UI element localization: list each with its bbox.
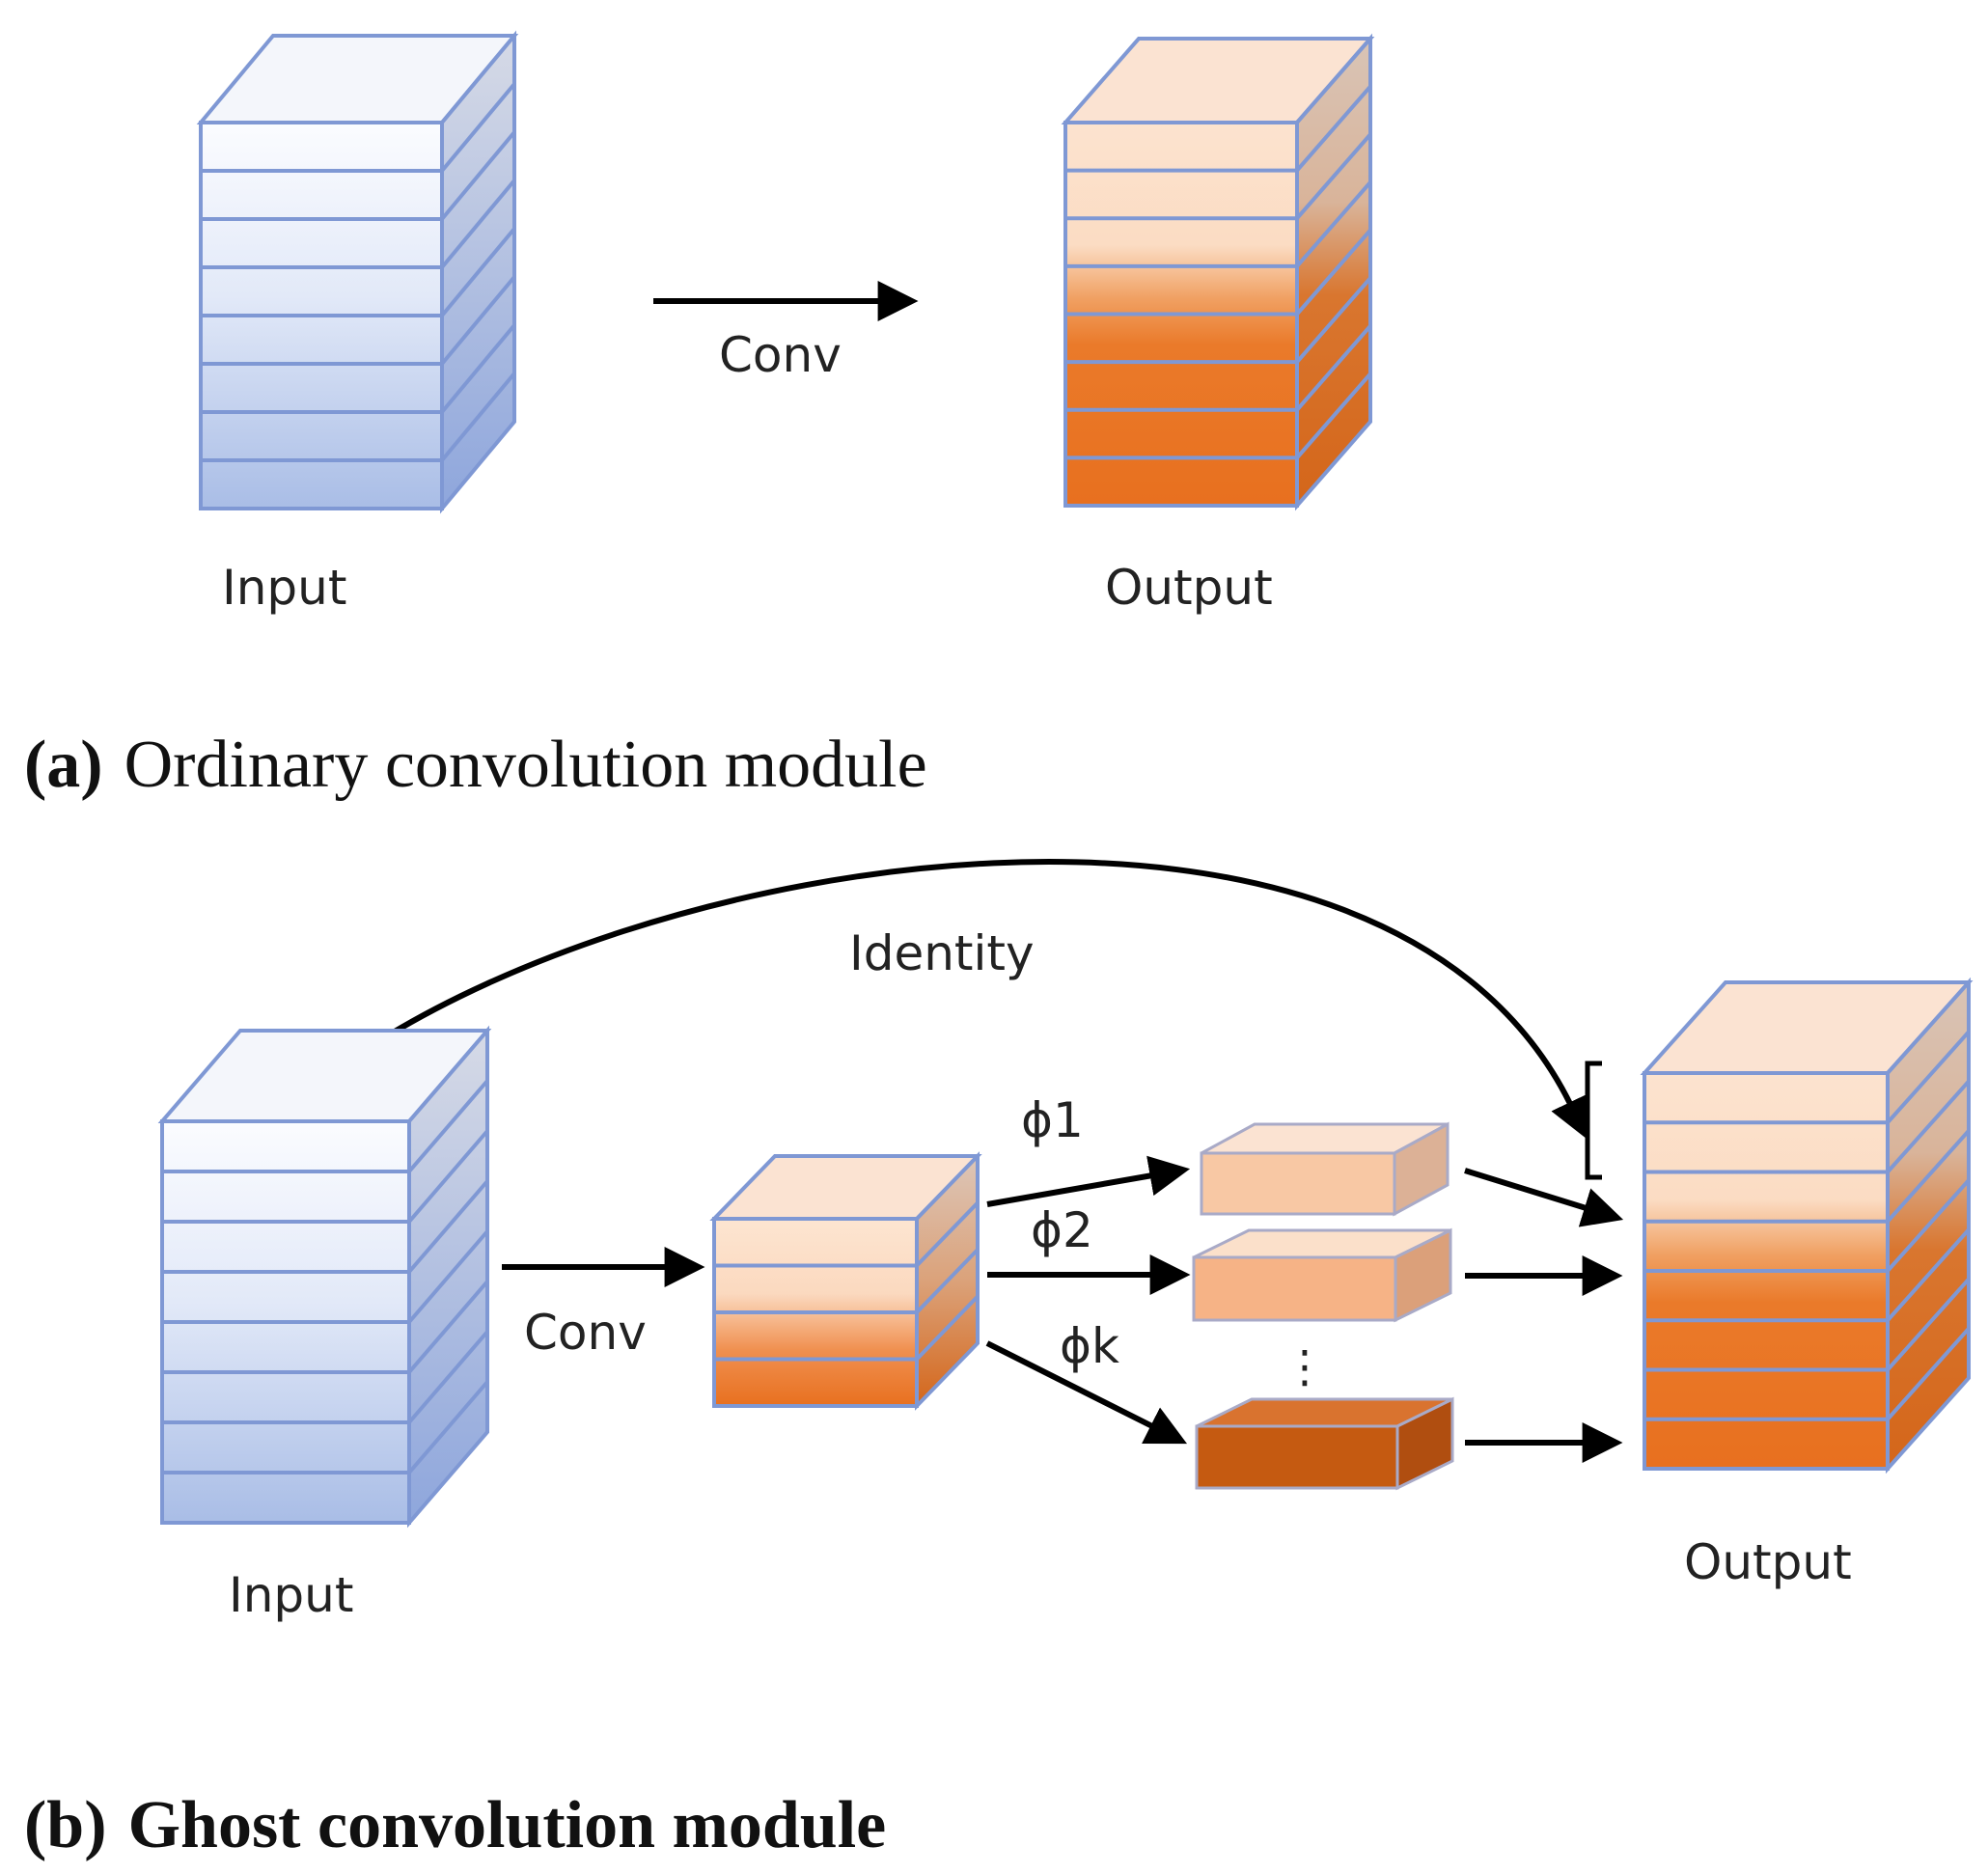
phi1-arrow: [986, 1155, 1191, 1207]
layer-line-side: [407, 1330, 489, 1424]
layer-line-side: [1886, 1278, 1971, 1371]
layer-line-side: [1886, 1227, 1971, 1322]
output-label-a: Output: [1105, 560, 1273, 616]
layer-line-side: [440, 179, 516, 269]
layer-line-side: [1886, 1327, 1971, 1421]
layer-line-side: [440, 275, 516, 366]
layer-line-side: [440, 323, 516, 414]
panel-b: Identity Conv ϕ1 ϕ2 ϕk: [24, 859, 1974, 1862]
input-label-b: Input: [229, 1567, 353, 1623]
layer-line-side: [1295, 132, 1372, 220]
layer-line-side: [407, 1179, 489, 1274]
layer-line-side: [407, 1280, 489, 1374]
caption-text-b: Ghost convolution module: [128, 1788, 887, 1862]
input-label-a: Input: [222, 560, 346, 616]
phik-arrow: [985, 1340, 1188, 1445]
conv-label-b: Conv: [524, 1305, 647, 1361]
layer-line-side: [915, 1248, 980, 1314]
layer-line-side: [407, 1079, 489, 1173]
input-tensor-b: [157, 1025, 492, 1529]
ghost-slab-k: [1195, 1396, 1454, 1491]
phik-label: ϕk: [1060, 1318, 1119, 1374]
layer-line-side: [1295, 324, 1372, 412]
phi1-label: ϕ1: [1021, 1092, 1084, 1148]
phi2-label: ϕ2: [1031, 1202, 1093, 1258]
layer-line-side: [1295, 372, 1372, 459]
output-tensor-a: [1061, 33, 1375, 511]
caption-b: (b) Ghost convolution module: [24, 1788, 886, 1862]
layer-line-side: [1295, 85, 1372, 172]
layer-line-side: [407, 1229, 489, 1324]
output-label-b: Output: [1684, 1534, 1852, 1590]
layer-line-side: [1295, 276, 1372, 364]
layer-line-side: [1886, 1080, 1971, 1173]
ellipsis: ⋮: [1283, 1340, 1327, 1392]
identity-arrow: [326, 859, 1588, 1140]
layer-line-side: [407, 1129, 489, 1224]
layer-line-side: [440, 82, 516, 173]
panel-a: Conv Input Output (a) Ordinary convolutio…: [24, 30, 1375, 802]
input-tensor-a: [196, 30, 519, 514]
layer-line-side: [1295, 180, 1372, 268]
output-tensor-b: [1640, 977, 1974, 1474]
intrinsic-feature-cube: [709, 1151, 982, 1411]
ghost-slab-1: [1200, 1121, 1450, 1217]
layer-line-side: [915, 1201, 980, 1267]
layer-line-side: [407, 1380, 489, 1474]
conv-label-a: Conv: [719, 327, 842, 383]
layer-line-side: [440, 130, 516, 221]
layer-line-side: [1886, 1030, 1971, 1124]
caption-text-a: Ordinary convolution module: [124, 728, 927, 802]
layer-line-side: [1295, 229, 1372, 316]
identity-label: Identity: [849, 925, 1035, 981]
caption-letter-b: (b): [24, 1788, 107, 1862]
layer-line-side: [1886, 1129, 1971, 1224]
layer-line-side: [440, 372, 516, 462]
caption-letter-a: (a): [24, 728, 103, 802]
layer-line-side: [915, 1295, 980, 1361]
layer-line-side: [1886, 1178, 1971, 1273]
layer-line-side: [440, 227, 516, 317]
ghost-slab-2: [1192, 1227, 1452, 1323]
identity-bracket: [1585, 1061, 1602, 1180]
caption-a: (a) Ordinary convolution module: [24, 728, 927, 802]
ghost1-to-output-arrow: [1464, 1168, 1624, 1227]
